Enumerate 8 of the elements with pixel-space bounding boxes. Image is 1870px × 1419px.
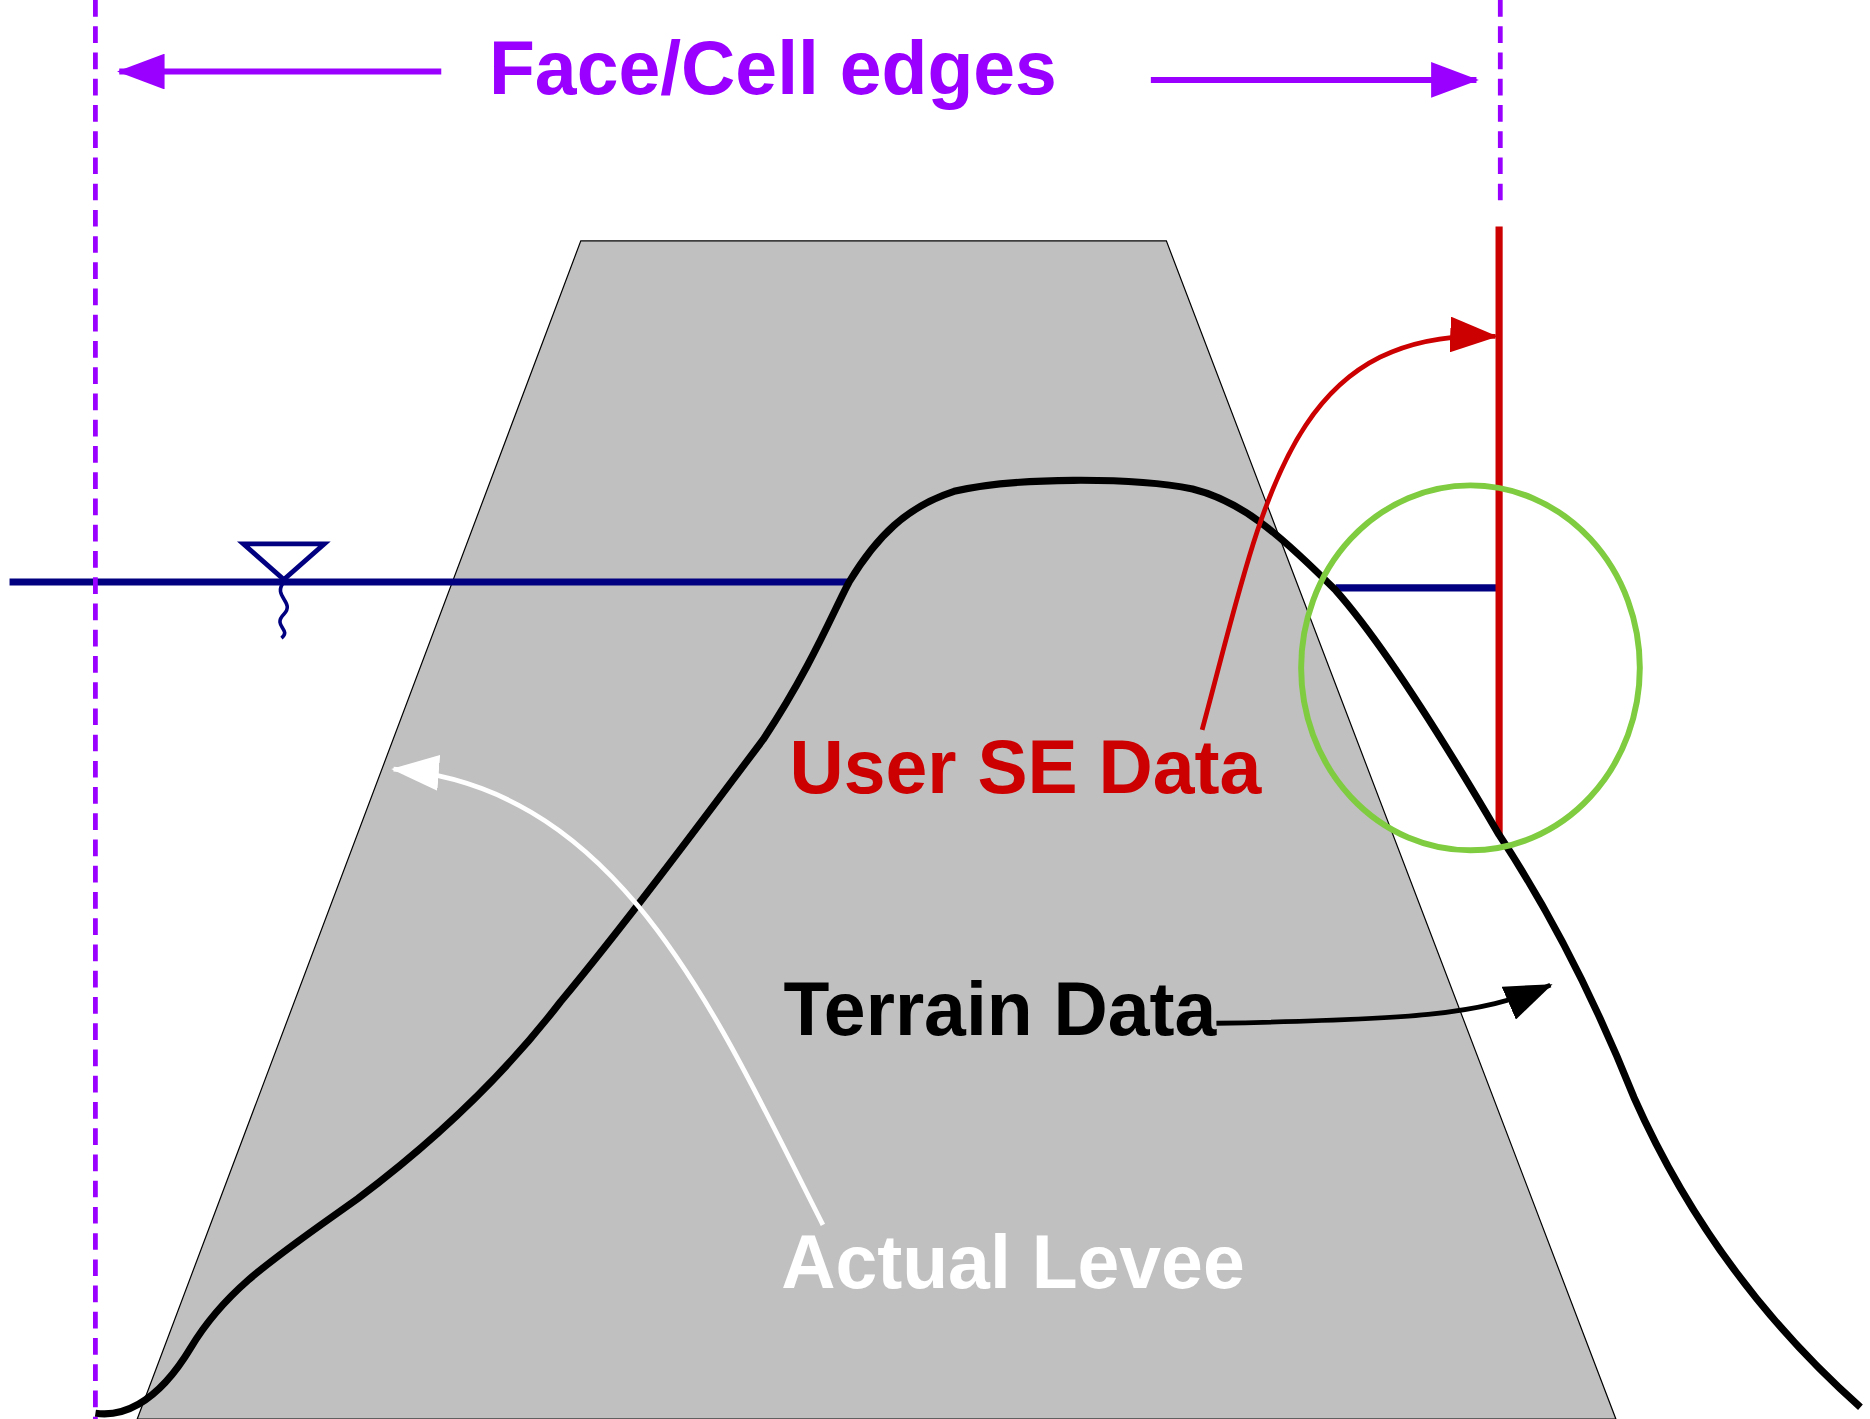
terrain-profile-curve <box>95 476 1863 1417</box>
levee-shape <box>136 240 1617 1419</box>
callout-text: Terrain Data <box>783 971 1217 1048</box>
leader-line <box>391 758 826 1226</box>
callout-text: Actual Levee <box>781 1224 1245 1300</box>
callout-text: User SE Data <box>789 729 1262 805</box>
leader-line <box>1199 319 1498 731</box>
leader-line <box>1216 982 1553 1026</box>
